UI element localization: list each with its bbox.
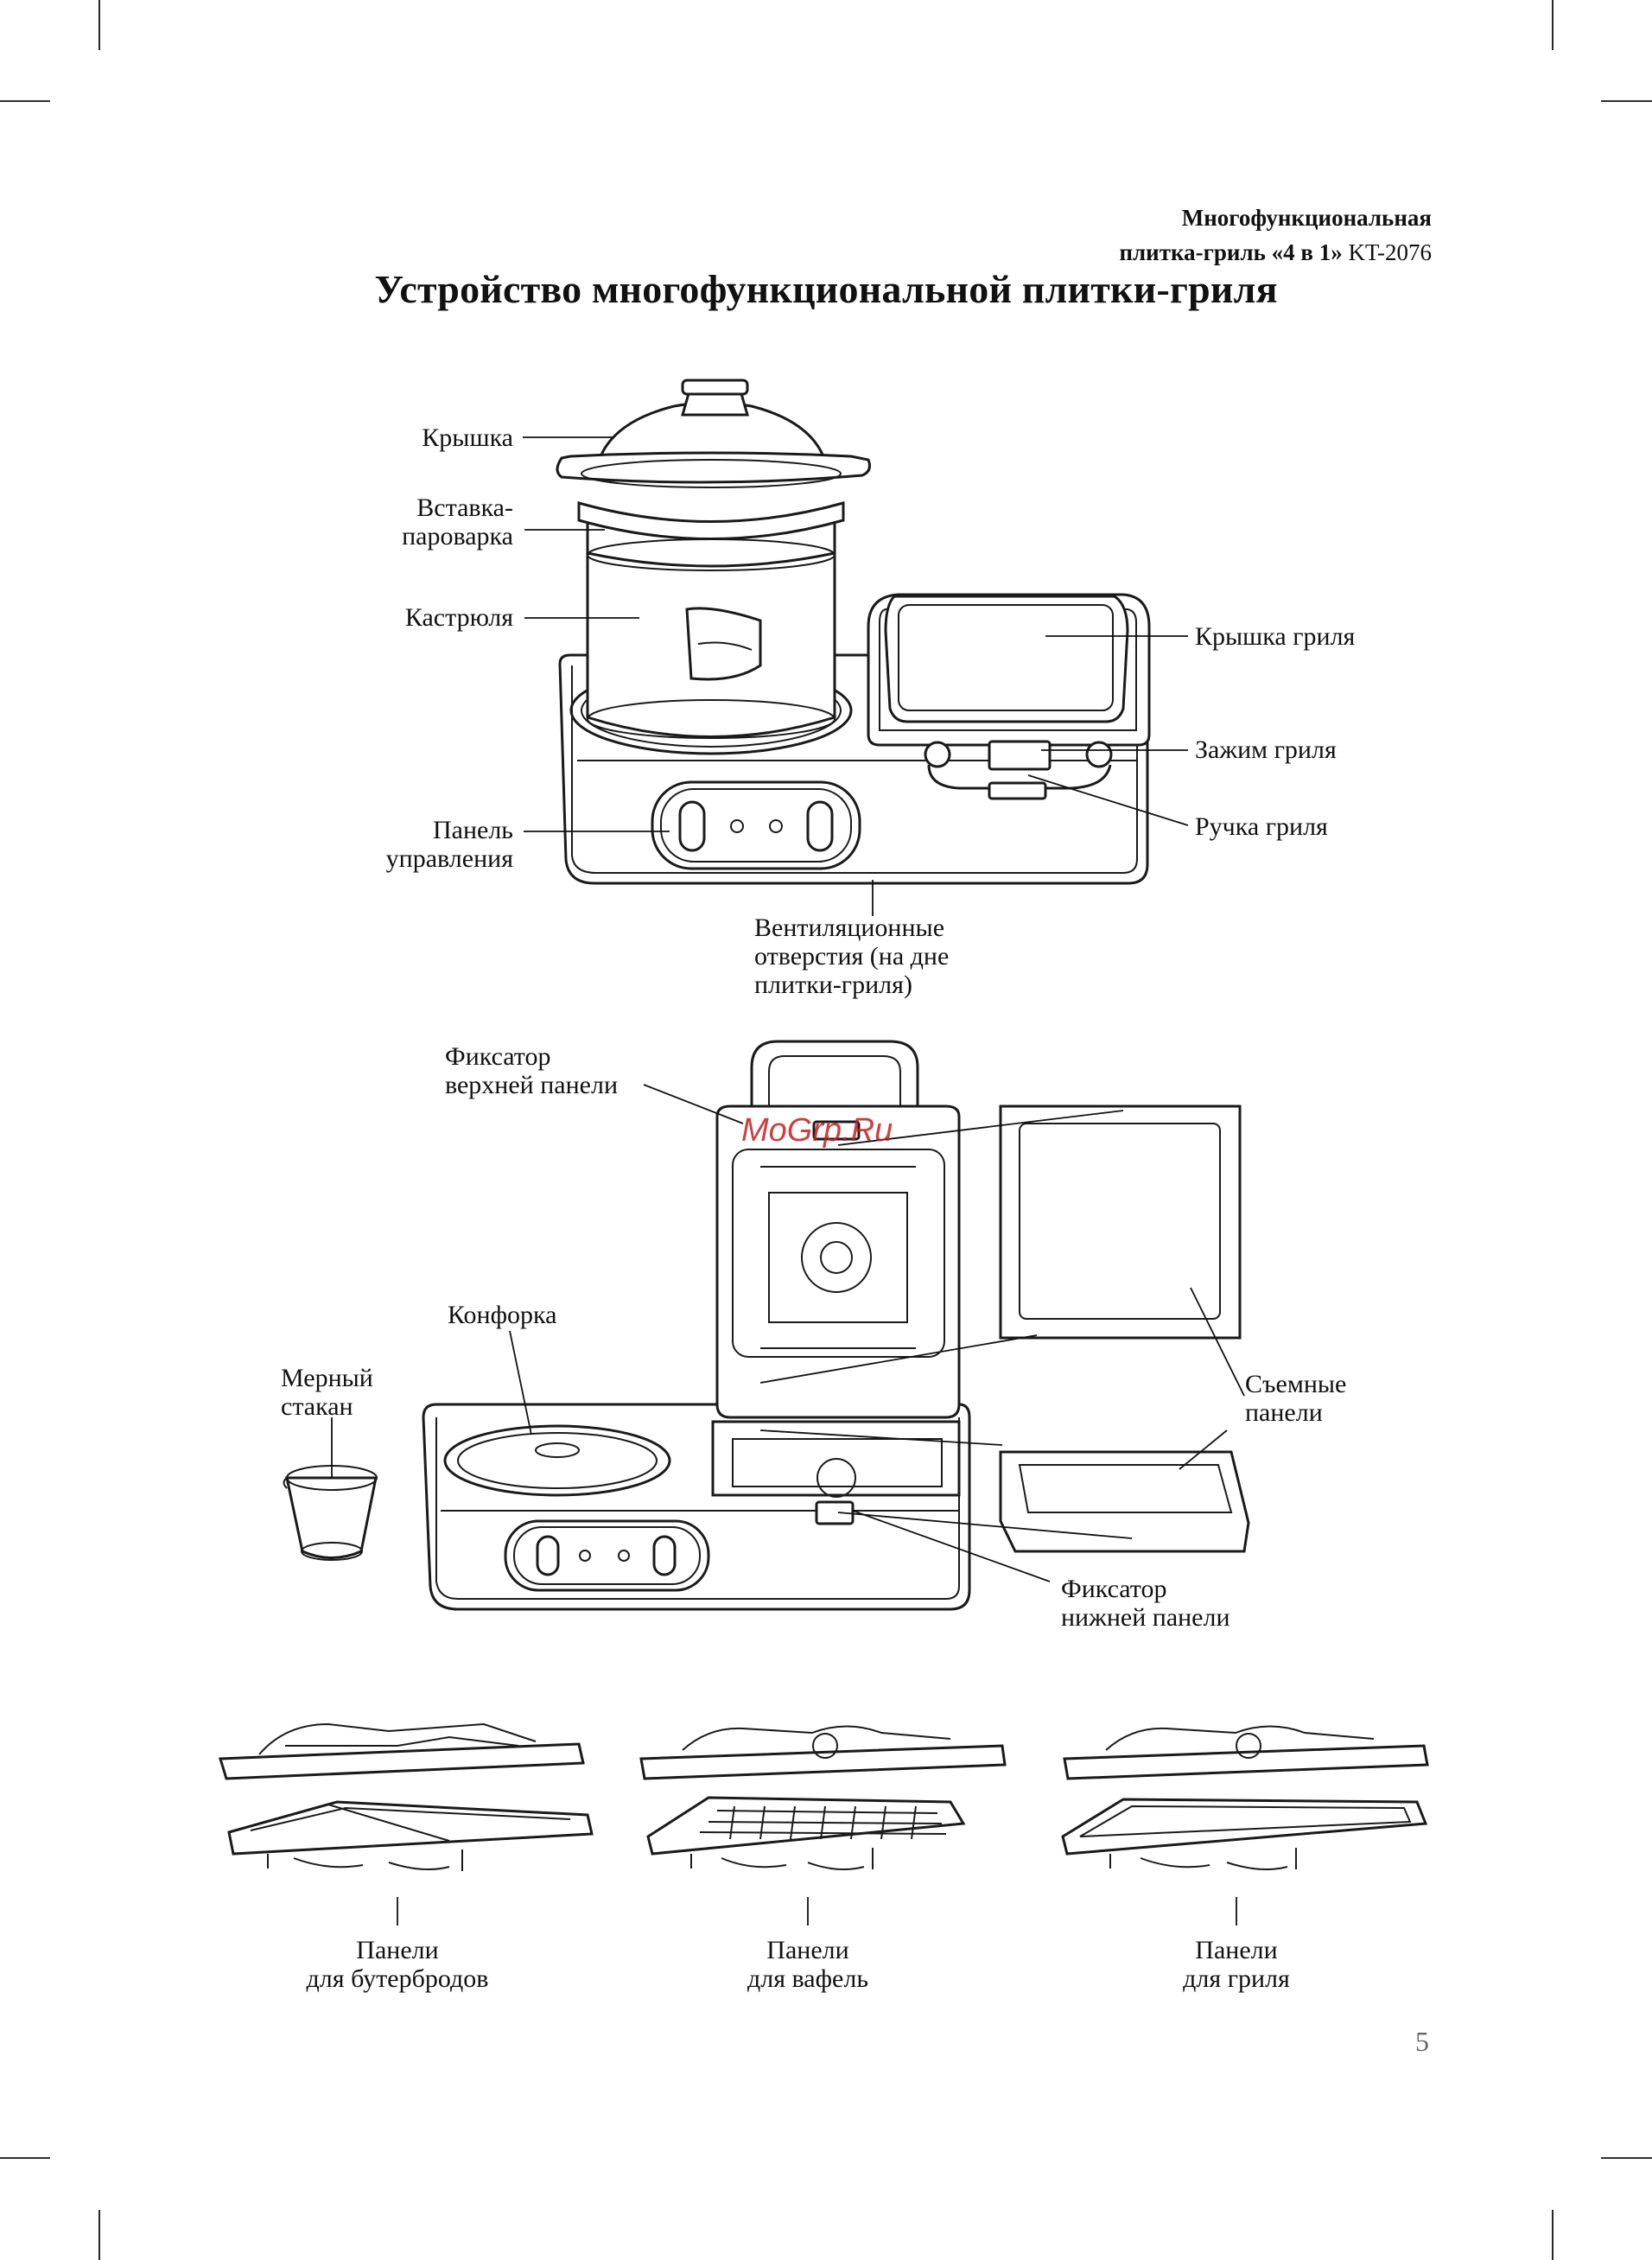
header-line1: Многофункциональная xyxy=(1181,205,1432,231)
label-lid: Крышка xyxy=(422,423,513,452)
label-bottom-panel-lock: Фиксатор нижней панели xyxy=(1061,1575,1230,1632)
label-top-panel-lock: Фиксатор верхней панели xyxy=(445,1042,618,1099)
label-grill-handle: Ручка гриля xyxy=(1195,812,1328,841)
label-waffle-line1: Панели xyxy=(766,1936,849,1964)
label-bottom-lock-line1: Фиксатор xyxy=(1061,1575,1167,1603)
label-burner: Конфорка xyxy=(448,1301,557,1329)
waffle-panel-set xyxy=(639,1725,1007,1870)
label-grill-line2: для гриля xyxy=(1183,1964,1290,1993)
label-waffle-line2: для вафель xyxy=(747,1964,869,1993)
label-grill-line1: Панели xyxy=(1195,1936,1278,1964)
page-number: 5 xyxy=(1415,2026,1429,2057)
sandwich-panel-set xyxy=(219,1722,594,1871)
label-removable-panels: Съемные панели xyxy=(1245,1370,1346,1427)
label-vents-line2: отверстия (на дне xyxy=(754,942,950,971)
watermark: MoGrp.Ru xyxy=(741,1112,893,1149)
label-removable-line2: панели xyxy=(1245,1398,1323,1427)
label-vents-line3: плитки-гриля) xyxy=(754,971,912,999)
document-header: Многофункциональная плитка-гриль «4 в 1»… xyxy=(1119,201,1432,270)
label-waffle-panels: Панели для вафель xyxy=(678,1936,937,1993)
label-top-lock-line2: верхней панели xyxy=(445,1071,618,1099)
label-cup-line2: стакан xyxy=(281,1392,353,1421)
label-vents-line1: Вентиляционные xyxy=(754,914,945,942)
header-model: KT-2076 xyxy=(1342,239,1432,265)
label-grill-clamp: Зажим гриля xyxy=(1195,735,1337,764)
label-steamer-line2: пароварка xyxy=(402,522,513,551)
label-pot: Кастрюля xyxy=(404,603,513,632)
label-vents: Вентиляционные отверстия (на дне плитки-… xyxy=(754,914,949,999)
label-cup-line1: Мерный xyxy=(281,1364,373,1392)
label-removable-line1: Съемные xyxy=(1245,1370,1347,1398)
label-grill-panels: Панели для гриля xyxy=(1107,1936,1366,1993)
label-steamer-insert: Вставка- пароварка xyxy=(402,493,513,551)
label-control-panel: Панель управления xyxy=(386,816,513,873)
label-sandwich-panels: Панели для бутербродов xyxy=(268,1936,527,1993)
label-sandwich-line2: для бутербродов xyxy=(306,1964,489,1993)
label-bottom-lock-line2: нижней панели xyxy=(1061,1603,1230,1632)
label-top-lock-line1: Фиксатор xyxy=(445,1042,551,1071)
label-panel-line1: Панель xyxy=(432,816,513,844)
grill-panel-set xyxy=(1061,1725,1429,1870)
label-panel-line2: управления xyxy=(385,844,513,873)
label-sandwich-line1: Панели xyxy=(356,1936,439,1964)
label-grill-lid: Крышка гриля xyxy=(1195,622,1356,651)
header-line2: плитка-гриль «4 в 1» xyxy=(1119,239,1343,265)
label-measuring-cup: Мерный стакан xyxy=(281,1364,373,1421)
page-title: Устройство многофункциональной плитки-гр… xyxy=(374,267,1278,311)
label-steamer-line1: Вставка- xyxy=(416,493,513,522)
